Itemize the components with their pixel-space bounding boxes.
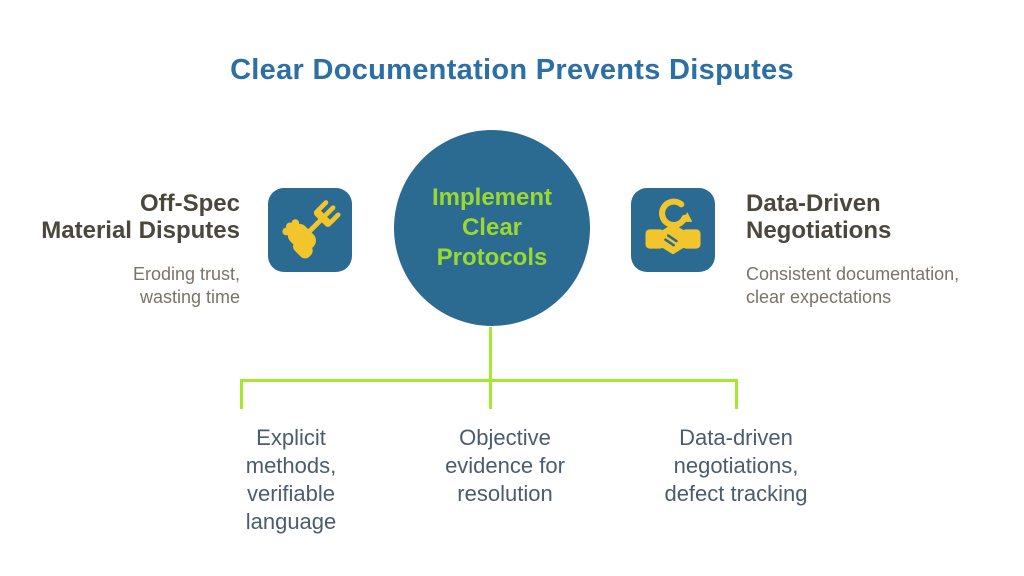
left-topic-subtitle-line1: Eroding trust,	[132, 264, 240, 284]
branch3-line2: negotiations,	[673, 453, 799, 478]
central-node-label-line3: Protocols	[436, 244, 548, 271]
handshake-cycle-icon	[640, 195, 706, 266]
branch2-line3: resolution	[457, 481, 553, 506]
connector-right-drop-line	[735, 379, 738, 409]
left-topic-heading-line1: Off-Spec	[139, 190, 240, 217]
left-topic-heading-line2: Material Disputes	[41, 217, 240, 244]
branch1-line2: methods,	[245, 453, 337, 478]
connector-horizontal-line	[240, 379, 738, 382]
right-topic-subtitle-line1: Consistent documentation,	[746, 264, 960, 284]
connector-stem-line	[489, 327, 492, 409]
branch3-line3: defect tracking	[664, 481, 808, 506]
branch2-line1: Objective	[459, 425, 551, 450]
right-topic-subtitle: Consistent documentation, clear expectat…	[746, 263, 1006, 309]
right-topic-heading-line2: Negotiations	[746, 217, 892, 244]
right-topic-heading: Data-Driven Negotiations	[746, 190, 1006, 244]
left-topic-icon-tile	[268, 188, 352, 272]
branch1-line1: Explicit	[256, 425, 326, 450]
branch3-line1: Data-driven	[679, 425, 793, 450]
right-topic-icon-tile	[631, 188, 715, 272]
left-topic-subtitle: Eroding trust, wasting time	[10, 263, 240, 309]
fist-holding-fork-icon	[277, 195, 343, 266]
right-topic-heading-line1: Data-Driven	[746, 190, 881, 217]
central-node: Implement Clear Protocols	[394, 130, 590, 326]
left-topic-heading: Off-Spec Material Disputes	[10, 190, 240, 244]
right-topic-subtitle-line2: clear expectations	[746, 287, 892, 307]
central-node-label-line2: Clear	[461, 214, 523, 241]
branch1-line3: verifiable	[246, 481, 336, 506]
connector-left-drop-line	[240, 379, 243, 409]
branch2-line2: evidence for	[445, 453, 565, 478]
page-title: Clear Documentation Prevents Disputes	[230, 54, 794, 86]
branch1-line4: language	[245, 509, 337, 534]
branch-label-objective-evidence: Objective evidence for resolution	[405, 424, 605, 508]
central-node-label-line1: Implement	[431, 184, 553, 211]
left-topic-subtitle-line2: wasting time	[139, 287, 240, 307]
branch-label-explicit-methods: Explicit methods, verifiable language	[191, 424, 391, 536]
branch-label-data-driven: Data-driven negotiations, defect trackin…	[611, 424, 861, 508]
central-node-label: Implement Clear Protocols	[432, 183, 552, 273]
